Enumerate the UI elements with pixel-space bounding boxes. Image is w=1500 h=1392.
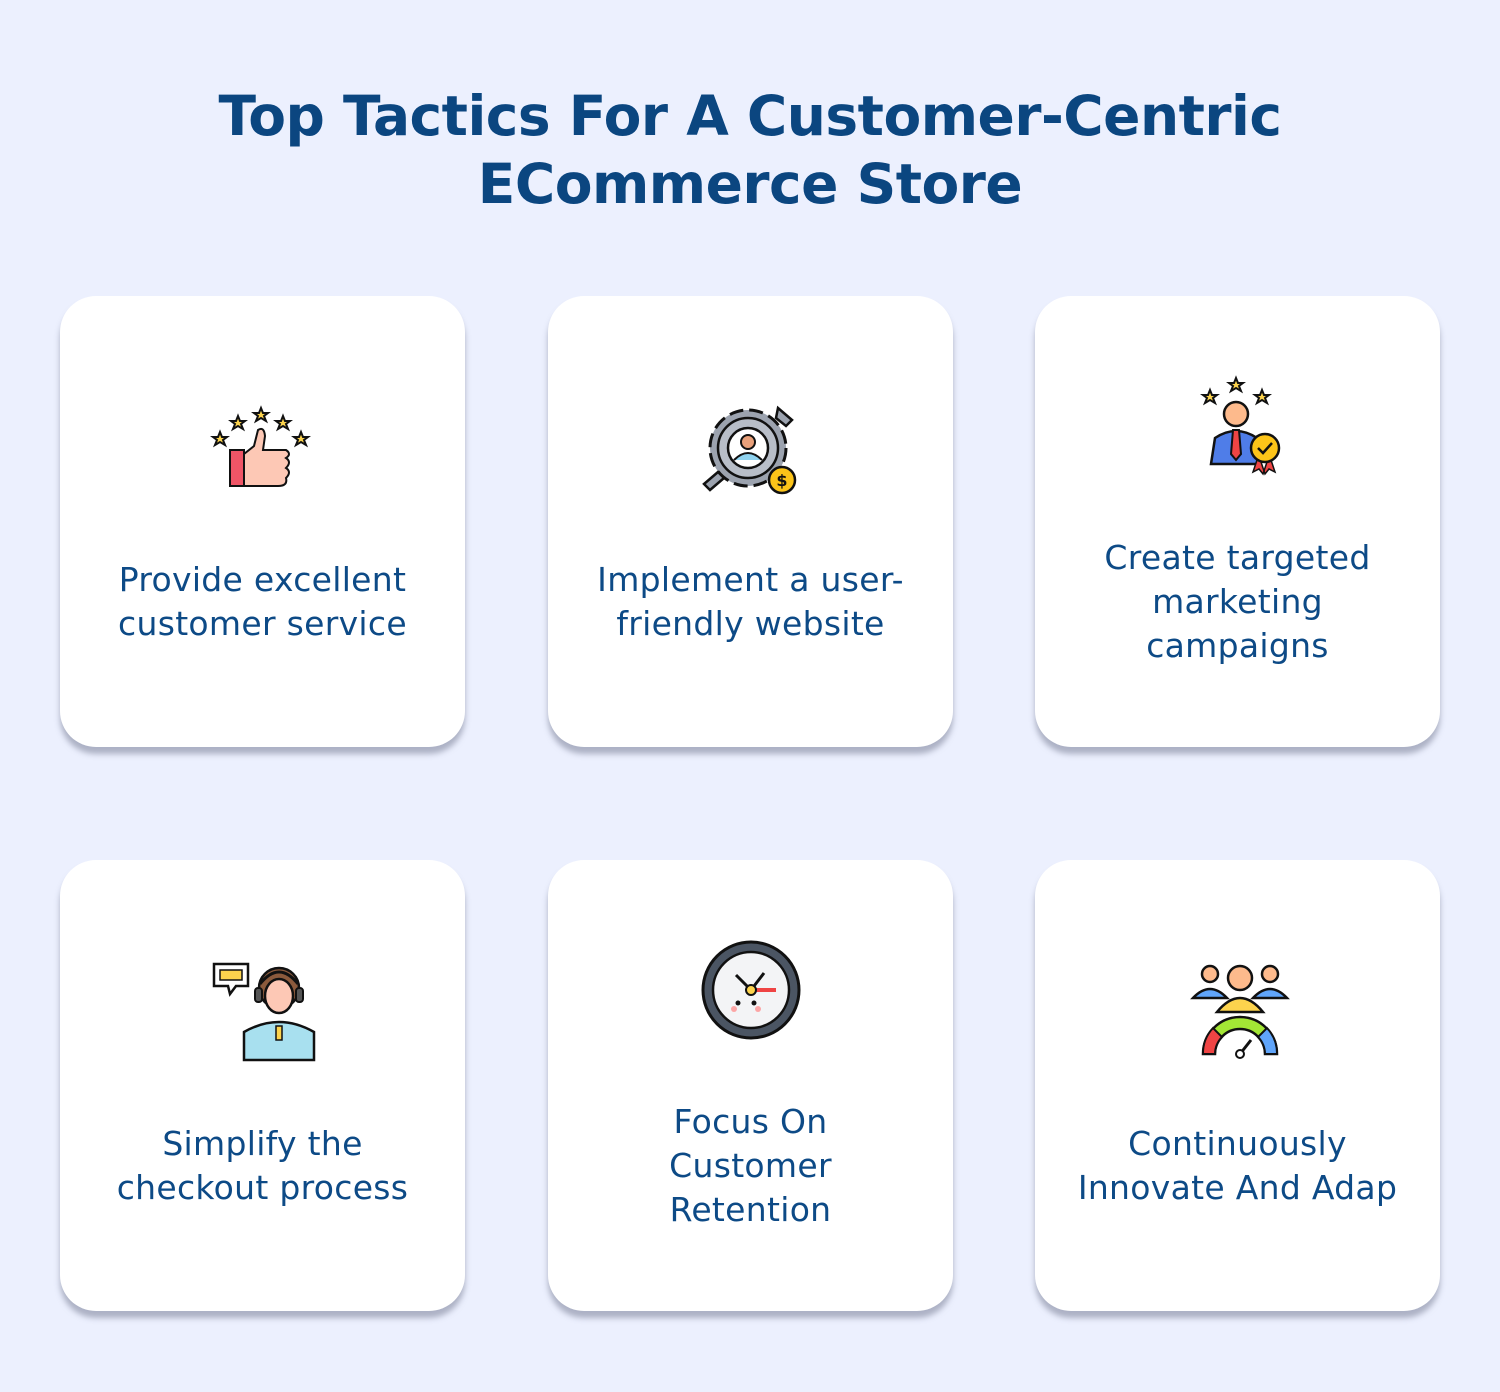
label-line: Focus On (673, 1102, 828, 1141)
team-gauge-icon (1189, 964, 1290, 1059)
tactic-card-customer-retention: Focus On Customer Retention (548, 860, 953, 1311)
label-line: Innovate And Adap (1077, 1168, 1398, 1207)
label-line: customer service (118, 604, 407, 643)
title-line-2: ECommerce Store (477, 152, 1023, 216)
label-line: Retention (669, 1190, 832, 1229)
tactic-card-user-friendly-website: $ Implement a user- friendly website (548, 296, 953, 747)
tactic-card-innovate-adapt: Continuously Innovate And Adap (1035, 860, 1440, 1311)
thumbs-up-stars-icon (209, 405, 311, 487)
support-agent-headset-icon (212, 962, 315, 1062)
page-title: Top Tactics For A Customer-Centric EComm… (0, 82, 1500, 218)
svg-text:$: $ (776, 471, 787, 490)
gear-user-wrench-icon: $ (701, 405, 796, 495)
label-line: Implement a user- (597, 560, 904, 599)
tactic-card-customer-service: Provide excellent customer service (60, 296, 465, 747)
person-award-stars-icon (1199, 375, 1280, 476)
label-line: friendly website (616, 604, 885, 643)
tactic-card-simplify-checkout: Simplify the checkout process (60, 860, 465, 1311)
label-line: Provide excellent (118, 560, 407, 599)
tactic-label: Continuously Innovate And Adap (1055, 1122, 1420, 1210)
tactic-label: Create targeted marketing campaigns (1055, 536, 1420, 668)
tactic-label: Implement a user- friendly website (568, 558, 933, 646)
label-line: checkout process (116, 1168, 409, 1207)
tactic-card-targeted-marketing: Create targeted marketing campaigns (1035, 296, 1440, 747)
tactic-label: Simplify the checkout process (80, 1122, 445, 1210)
label-line: Continuously (1128, 1124, 1347, 1163)
tactic-label: Provide excellent customer service (80, 558, 445, 646)
tactic-label: Focus On Customer Retention (568, 1100, 933, 1232)
label-line: marketing (1152, 582, 1323, 621)
title-line-1: Top Tactics For A Customer-Centric (218, 84, 1283, 148)
label-line: campaigns (1146, 626, 1329, 665)
label-line: Create targeted (1104, 538, 1371, 577)
label-line: Customer (669, 1146, 832, 1185)
clock-face-icon (701, 940, 800, 1040)
label-line: Simplify the (162, 1124, 363, 1163)
